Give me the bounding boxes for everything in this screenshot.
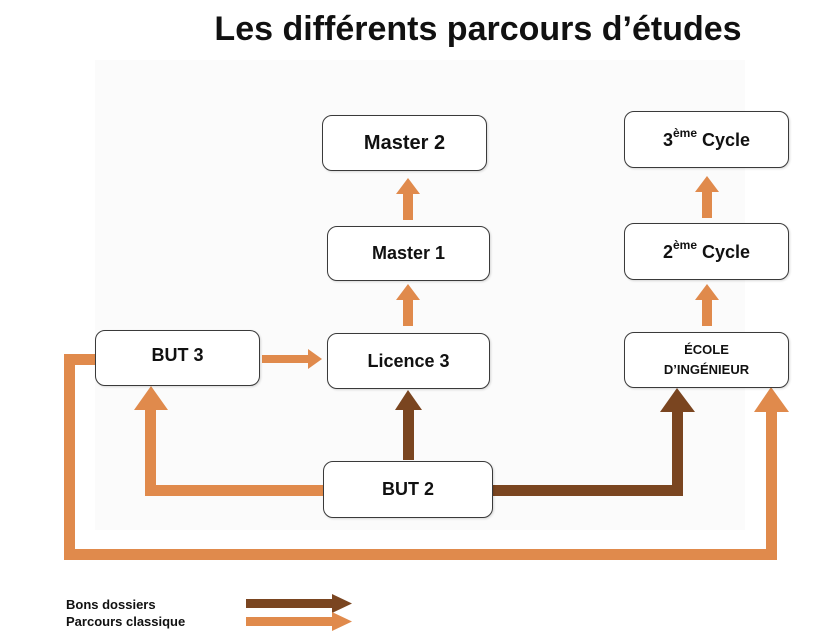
loop-segment-left-stub — [64, 354, 96, 365]
legend-label-bons-dossiers: Bons dossiers — [66, 597, 156, 612]
node-master-1-label: Master 1 — [371, 243, 446, 263]
node-2eme-cycle-label: 2ème Cycle — [662, 238, 751, 263]
legend-arrow-parcours-classique-shaft — [246, 617, 334, 626]
node-3eme-cycle-num: 3 — [662, 130, 673, 150]
arrowhead-cycle3 — [695, 176, 719, 192]
legend-arrows — [246, 594, 352, 631]
arrowhead-licence3-dark — [395, 390, 422, 410]
node-2eme-cycle-rest: Cycle — [697, 242, 751, 262]
arrow-ecole-to-cycle2 — [702, 300, 712, 326]
arrow-master1-to-master2 — [403, 194, 413, 220]
classic-arrows — [64, 176, 789, 560]
arrow-but2-to-but3-horizontal — [145, 485, 325, 496]
arrowhead-licence3 — [308, 349, 322, 369]
legend-arrow-parcours-classique-head — [332, 612, 352, 631]
legend-arrow-bons-dossiers-head — [332, 594, 352, 613]
node-but-2-label: BUT 2 — [381, 479, 434, 499]
arrowhead-master1 — [396, 284, 420, 300]
node-master-2-label: Master 2 — [363, 131, 446, 154]
node-but-2: BUT 2 — [323, 461, 493, 518]
arrowhead-ecole-dark — [660, 388, 695, 412]
arrowhead-but3 — [134, 386, 168, 410]
node-but-3: BUT 3 — [95, 330, 260, 386]
node-2eme-cycle: 2ème Cycle — [624, 223, 789, 280]
node-ecole-ingenieur: ÉCOLE D’INGÉNIEUR — [624, 332, 789, 388]
arrowhead-ecole-classic — [754, 387, 789, 412]
arrowhead-master2 — [396, 178, 420, 194]
arrowhead-cycle2 — [695, 284, 719, 300]
legend: Bons dossiers Parcours classique — [66, 596, 185, 630]
node-master-2: Master 2 — [322, 115, 487, 171]
arrow-but2-to-licence3 — [403, 408, 414, 460]
node-3eme-cycle-sup: ème — [672, 126, 697, 140]
good-record-arrows — [395, 388, 695, 496]
node-ecole-line2: D’INGÉNIEUR — [663, 362, 750, 377]
node-licence-3-label: Licence 3 — [367, 350, 450, 371]
node-3eme-cycle: 3ème Cycle — [624, 111, 789, 168]
node-master-1: Master 1 — [327, 226, 490, 281]
arrow-licence3-to-master1 — [403, 300, 413, 326]
legend-arrow-bons-dossiers-shaft — [246, 599, 334, 608]
arrow-but2-to-ecole-horizontal — [493, 485, 683, 496]
page-title: Les différents parcours d’études — [214, 10, 742, 48]
arrow-but2-to-but3-vertical — [145, 408, 156, 496]
node-2eme-cycle-sup: ème — [672, 238, 697, 252]
legend-label-parcours-classique: Parcours classique — [66, 614, 186, 629]
arrow-but3-to-licence3 — [262, 355, 310, 363]
node-3eme-cycle-rest: Cycle — [697, 130, 751, 150]
node-2eme-cycle-num: 2 — [662, 242, 673, 262]
loop-segment-right-vertical — [766, 410, 777, 560]
loop-segment-left-vertical — [64, 354, 75, 560]
node-licence-3: Licence 3 — [327, 333, 490, 389]
arrow-cycle2-to-cycle3 — [702, 192, 712, 218]
node-ecole-line1: ÉCOLE — [684, 342, 729, 357]
arrow-but2-to-ecole-vertical — [672, 410, 683, 496]
node-3eme-cycle-label: 3ème Cycle — [662, 126, 751, 151]
loop-segment-bottom — [64, 549, 777, 560]
node-but-3-label: BUT 3 — [151, 345, 204, 365]
